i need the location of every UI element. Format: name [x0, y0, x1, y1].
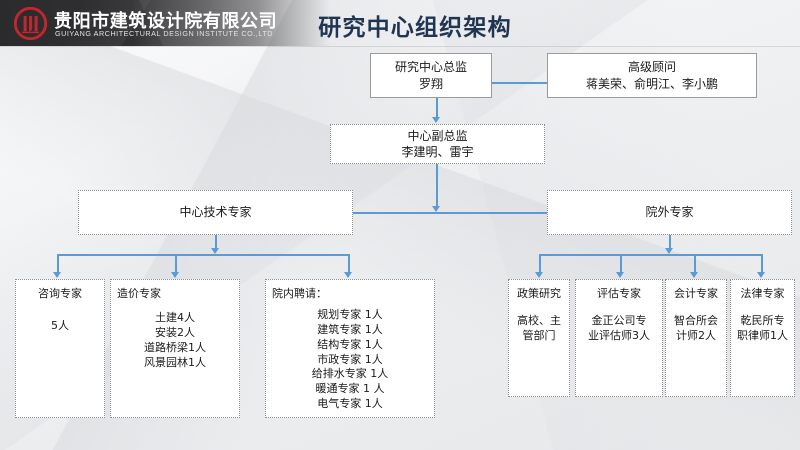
node-research-center-director[interactable]: 研究中心总监 罗翔: [370, 53, 492, 98]
accounting-body-line: 智合所会: [674, 314, 718, 327]
connector-to-appraisal: [620, 254, 622, 273]
brand-name-en: GUIYANG ARCHITECTURAL DESIGN INSTITUTE C…: [55, 29, 274, 38]
header-divider: [0, 46, 800, 47]
internal-hire-item: 给排水专家 1人: [311, 367, 389, 381]
accounting-body-line: 计师2人: [676, 328, 716, 342]
legal-title: 法律专家: [740, 287, 785, 300]
node-deputy-director[interactable]: 中心副总监 李建明、雷宇: [330, 124, 545, 164]
director-title: 研究中心总监: [394, 60, 467, 75]
arrow-director-to-deputy-icon: [432, 117, 440, 123]
header-band: [0, 0, 330, 46]
cost-item: 安装2人: [155, 325, 195, 339]
brand-name-cn: 贵阳市建筑设计院有限公司: [54, 11, 278, 32]
cost-item: 风景园林1人: [144, 355, 206, 369]
legal-body-line: 职律师1人: [737, 328, 788, 342]
arrow-to-consult-icon: [53, 272, 61, 278]
node-policy-research[interactable]: 政策研究 高校、主 管部门: [508, 279, 570, 397]
accounting-body: 智合所会 计师2人: [666, 314, 726, 344]
appraisal-title: 评估专家: [597, 287, 641, 300]
cost-items: 土建4人 安装2人 道路桥梁1人 风景园林1人: [111, 311, 239, 370]
appraisal-body-line: 业评估师3人: [588, 328, 650, 342]
connector-to-legal: [761, 254, 763, 273]
policy-body: 高校、主 管部门: [509, 314, 569, 344]
connector-center-tech-down: [215, 235, 217, 249]
consult-title: 咨询专家: [38, 287, 82, 300]
node-accounting-expert[interactable]: 会计专家 智合所会 计师2人: [665, 279, 727, 397]
director-name: 罗翔: [418, 76, 443, 91]
arrow-to-cost-icon: [171, 272, 179, 278]
connector-director-to-deputy: [436, 98, 438, 118]
internal-hire-item: 建筑专家 1人: [317, 322, 383, 336]
connector-right-branch-bus: [539, 254, 762, 256]
node-consulting-expert[interactable]: 咨询专家 5人: [15, 279, 105, 418]
connector-to-consult: [57, 254, 59, 273]
advisor-title: 高级顾问: [627, 60, 676, 75]
appraisal-body-line: 金正公司专: [591, 314, 647, 327]
cost-item: 土建4人: [155, 311, 195, 324]
legal-body: 乾民所专 职律师1人: [731, 314, 794, 344]
deputy-name: 李建明、雷宇: [401, 145, 474, 159]
page-title: 研究中心组织架构: [318, 15, 512, 41]
center-tech-title: 中心技术专家: [179, 205, 252, 220]
node-internal-hire[interactable]: 院内聘请： 规划专家 1人 建筑专家 1人 结构专家 1人 市政专家 1人 给排…: [265, 279, 435, 418]
connector-director-to-advisor: [492, 82, 547, 84]
internal-hire-items: 规划专家 1人 建筑专家 1人 结构专家 1人 市政专家 1人 给排水专家 1人…: [266, 308, 434, 412]
cost-title: 造价专家: [117, 287, 161, 300]
internal-hire-item: 规划专家 1人: [317, 308, 383, 321]
node-external-expert[interactable]: 院外专家: [547, 190, 792, 235]
consult-body: 5人: [51, 319, 69, 332]
arrow-to-accounting-icon: [690, 272, 698, 278]
internal-hire-item: 市政专家 1人: [317, 352, 383, 366]
company-circle-logo-icon: [14, 7, 47, 40]
connector-deputy-down: [436, 164, 438, 207]
node-senior-advisor[interactable]: 高级顾问 蒋美荣、俞明江、李小鹏: [547, 53, 757, 98]
node-appraisal-expert[interactable]: 评估专家 金正公司专 业评估师3人: [575, 279, 663, 397]
connector-to-internal-hire: [348, 254, 350, 273]
connector-external-down: [669, 235, 671, 249]
internal-hire-item: 结构专家 1人: [317, 337, 383, 351]
connector-left-branch-bus: [57, 254, 348, 256]
connector-to-policy: [539, 254, 541, 273]
connector-to-cost: [175, 254, 177, 273]
deputy-title: 中心副总监: [407, 128, 468, 143]
arrow-to-policy-icon: [535, 272, 543, 278]
arrow-to-appraisal-icon: [616, 272, 624, 278]
arrow-external-down-icon: [665, 248, 673, 254]
node-center-technical-expert[interactable]: 中心技术专家: [78, 190, 353, 235]
node-cost-expert[interactable]: 造价专家 土建4人 安装2人 道路桥梁1人 风景园林1人: [110, 279, 240, 418]
arrow-to-legal-icon: [757, 272, 765, 278]
policy-body-line: 管部门: [522, 328, 556, 342]
connector-row3-bus: [353, 212, 547, 214]
policy-title: 政策研究: [517, 287, 561, 300]
advisor-names: 蒋美荣、俞明江、李小鹏: [585, 76, 718, 91]
cost-item: 道路桥梁1人: [144, 340, 206, 354]
arrow-center-tech-down-icon: [211, 248, 219, 254]
appraisal-body: 金正公司专 业评估师3人: [576, 314, 662, 344]
accounting-title: 会计专家: [674, 287, 718, 300]
header-band-decoration: [0, 0, 330, 46]
arrow-to-internal-hire-icon: [344, 272, 352, 278]
policy-body-line: 高校、主: [517, 314, 561, 327]
arrow-deputy-down-icon: [432, 206, 440, 212]
internal-hire-item: 暖通专家 1 人: [315, 382, 385, 396]
internal-hire-item: 电气专家 1人: [317, 397, 383, 411]
legal-body-line: 乾民所专: [740, 314, 785, 327]
internal-hire-title: 院内聘请：: [272, 287, 327, 300]
connector-to-accounting: [694, 254, 696, 273]
node-legal-expert[interactable]: 法律专家 乾民所专 职律师1人: [730, 279, 795, 397]
external-title: 院外专家: [645, 205, 694, 220]
